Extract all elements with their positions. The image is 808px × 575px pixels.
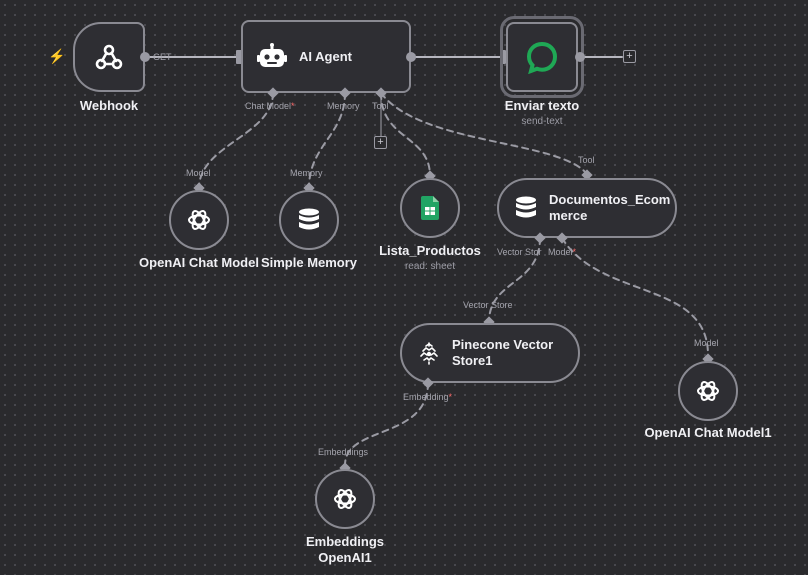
webhook-node[interactable] <box>73 22 145 92</box>
trigger-bolt-icon: ⚡ <box>48 48 66 64</box>
add-tool-button[interactable]: + <box>374 136 387 149</box>
embedding-label: Embedding* <box>403 392 453 402</box>
embeddings-openai-node[interactable] <box>315 469 375 529</box>
ai-agent-node[interactable]: AI Agent <box>241 20 411 93</box>
simple-memory-node[interactable] <box>279 190 339 250</box>
tool-label: Tool <box>372 101 389 111</box>
model1-input-label: Model <box>694 338 719 348</box>
model-label: Model <box>186 168 211 178</box>
openai-icon <box>186 207 212 233</box>
enviar-texto-node[interactable] <box>500 16 584 98</box>
embeddings-input-label: Embeddings <box>318 447 369 457</box>
openai-chat-model1-node[interactable] <box>678 361 738 421</box>
edge-vectorstore <box>488 237 541 323</box>
edge-tool-lista <box>380 92 431 177</box>
lista-productos-subtitle: read: sheet <box>404 261 456 272</box>
openai-icon <box>695 378 721 404</box>
robot-icon <box>257 42 287 71</box>
chat-model-label: Chat Model* <box>245 101 295 111</box>
lista-productos-node[interactable] <box>400 178 460 238</box>
simple-memory-title: Simple Memory <box>260 255 358 270</box>
database-icon <box>515 196 537 220</box>
vector-store-input-label: Vector Store <box>463 300 513 310</box>
enviar-texto-subtitle: send-text <box>521 116 563 127</box>
tool-input-label: Tool <box>578 155 595 165</box>
memory-label: Memory <box>327 101 360 111</box>
model-required-label: Model* <box>548 247 577 257</box>
pinecone-icon <box>418 341 440 365</box>
edge-tool-documentos <box>380 92 588 175</box>
edge-chatmodel <box>198 92 274 189</box>
webhook-title: Webhook <box>79 98 139 113</box>
add-next-node-button[interactable]: + <box>623 50 636 63</box>
openai-chat-model1-title: OpenAI Chat Model1 <box>644 425 772 440</box>
enviar-texto-title: Enviar texto <box>504 98 580 113</box>
database-icon <box>298 208 320 232</box>
enviar-input-port[interactable] <box>500 50 506 64</box>
edge-model1 <box>561 237 709 356</box>
lista-productos-title: Lista_Productos <box>379 243 481 258</box>
webhook-icon <box>93 41 125 73</box>
openai-icon <box>332 486 358 512</box>
edge-embedding <box>344 382 429 466</box>
chat-bubble-icon <box>525 40 559 74</box>
enviar-output-port[interactable] <box>575 52 585 62</box>
agent-input-port[interactable] <box>236 50 242 64</box>
vector-store-short-label: Vector Stor <box>497 247 542 257</box>
webhook-output-port[interactable] <box>140 52 150 62</box>
get-label: GET <box>153 52 172 62</box>
memory-input-label: Memory <box>290 168 323 178</box>
openai-chat-model-title: OpenAI Chat Model <box>139 255 259 270</box>
agent-output-port[interactable] <box>406 52 416 62</box>
ai-agent-title: AI Agent <box>299 48 352 64</box>
google-sheets-icon <box>421 196 439 220</box>
edge-memory <box>308 92 346 189</box>
openai-chat-model-node[interactable] <box>169 190 229 250</box>
